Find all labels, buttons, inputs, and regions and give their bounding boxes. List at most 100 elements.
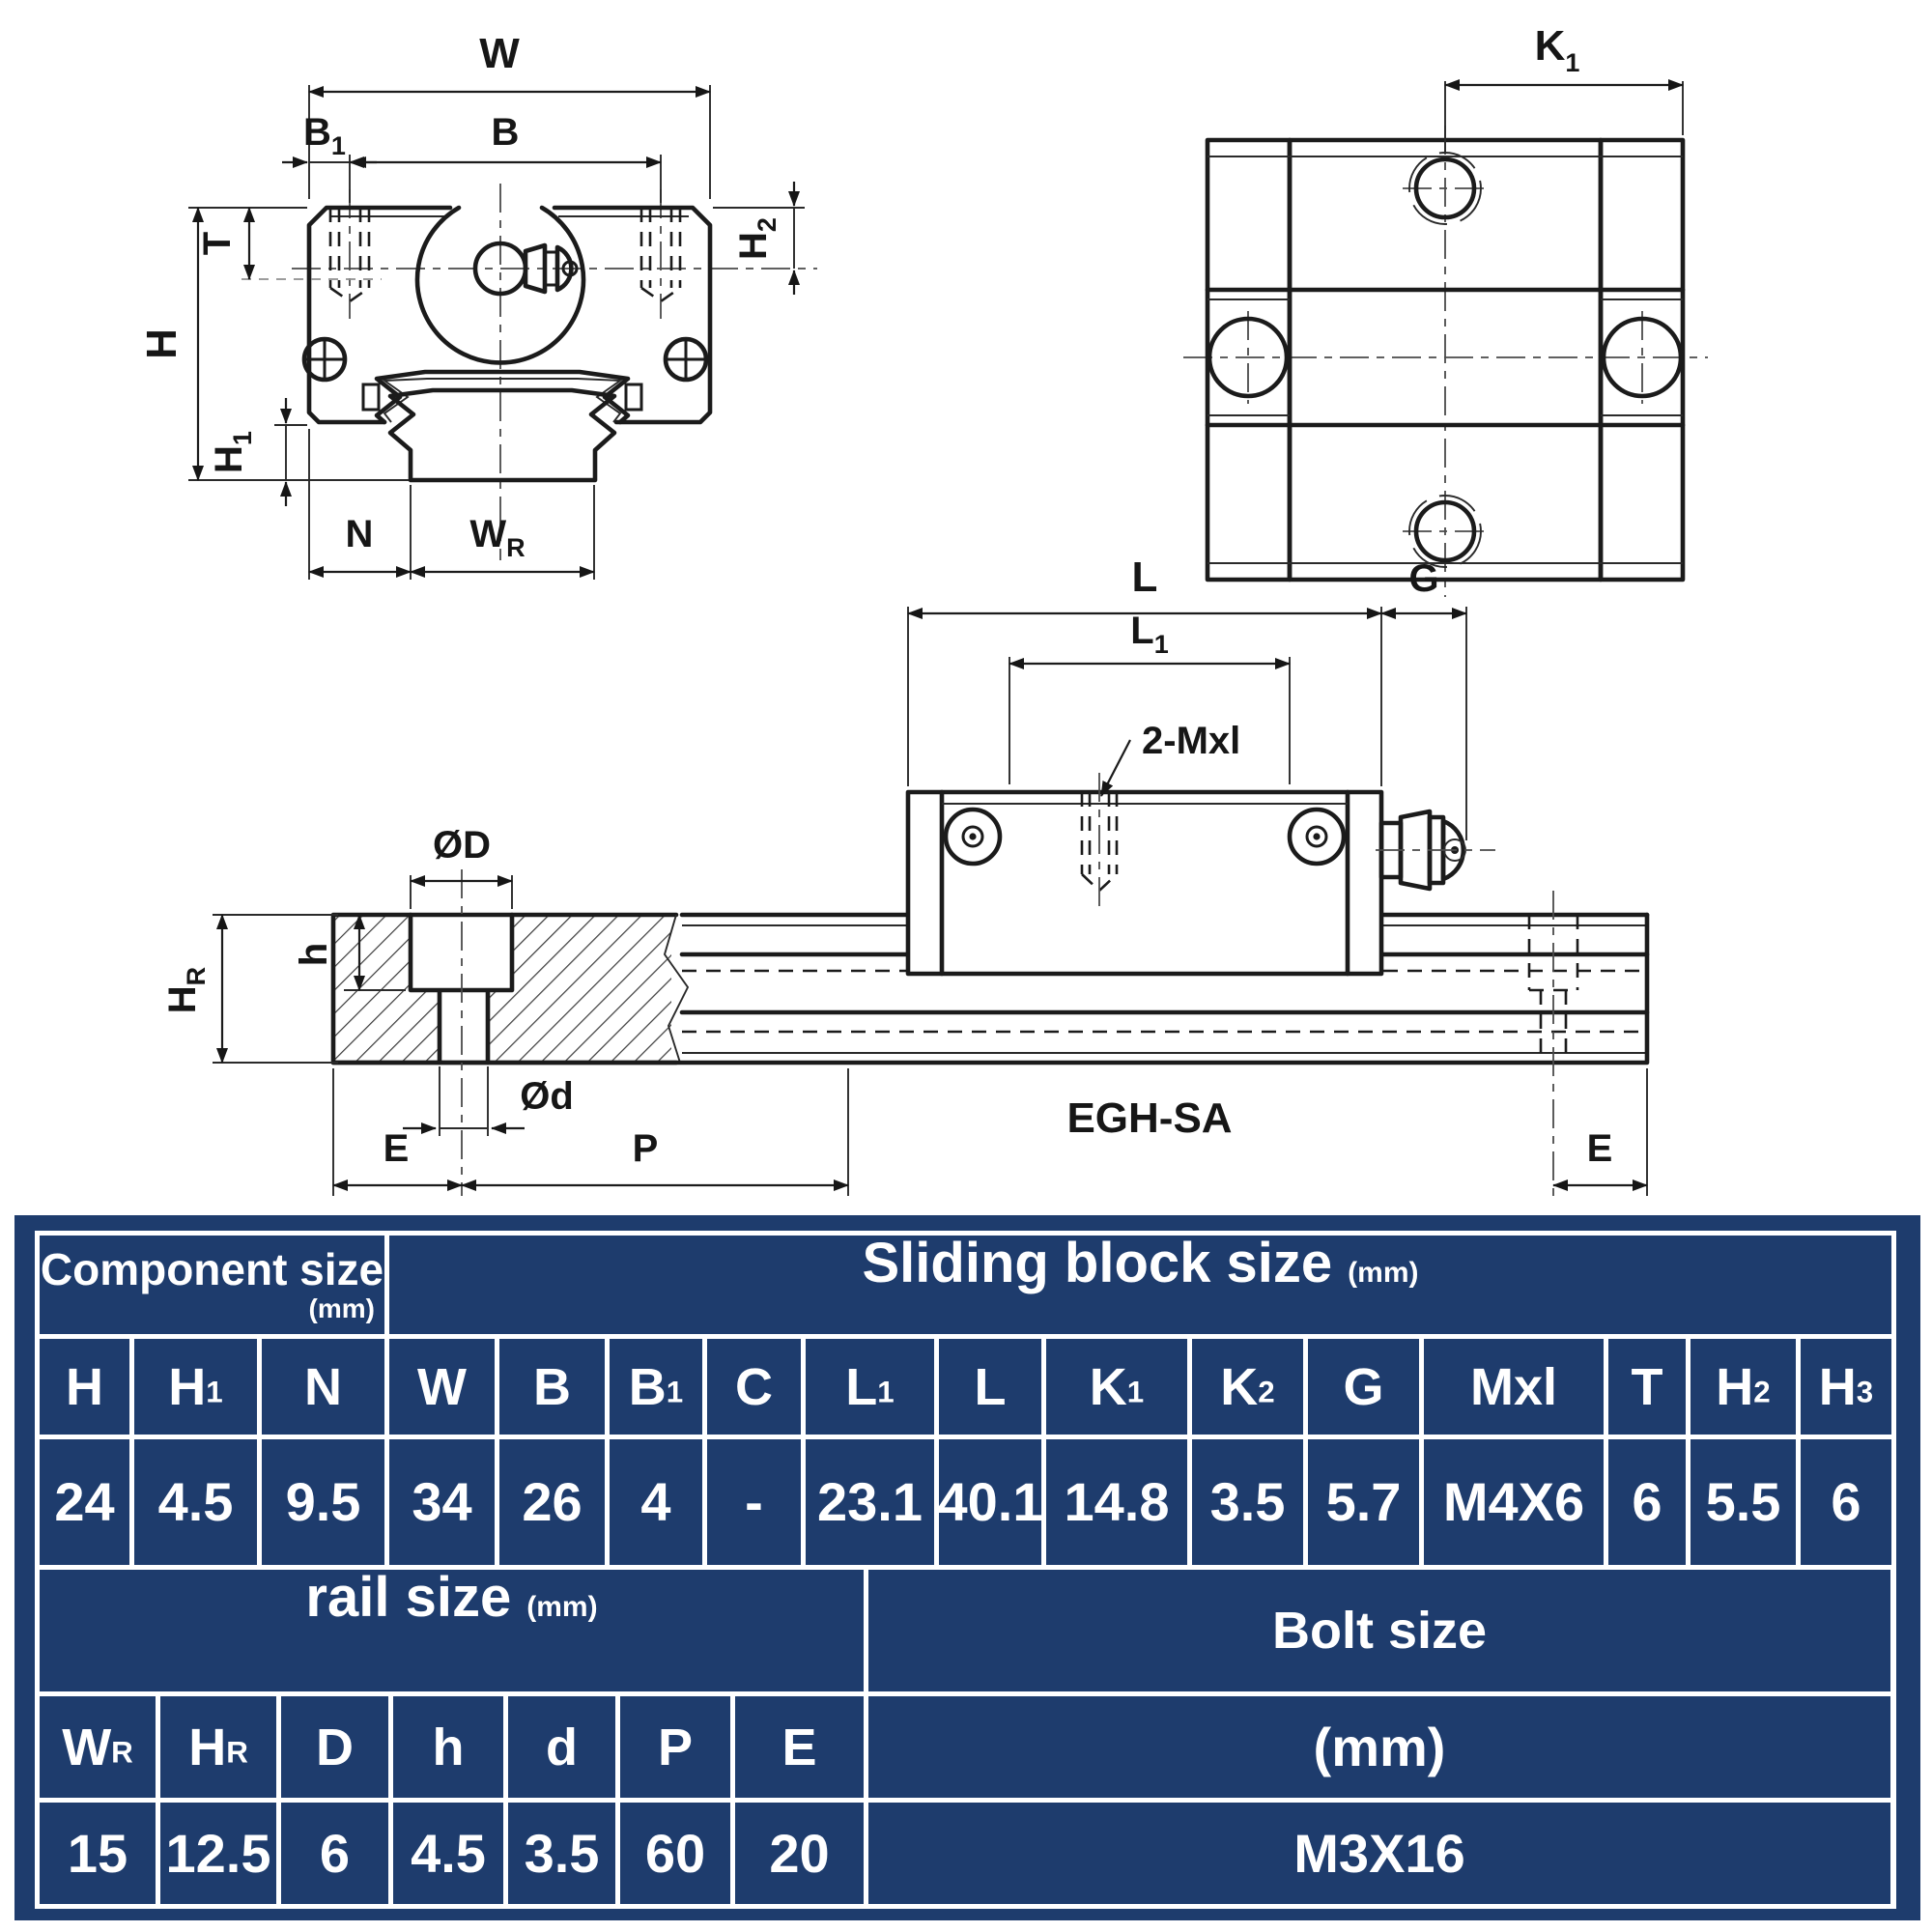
section-header-sliding-block-size: Sliding block size (mm) xyxy=(389,1236,1891,1334)
dim-label-h-small: h xyxy=(293,943,335,966)
value-c: - xyxy=(707,1439,801,1565)
dim-label-l: L xyxy=(1132,554,1158,601)
col-header-n: N xyxy=(262,1339,384,1435)
dim-label-p: P xyxy=(633,1127,659,1170)
value-g: 5.7 xyxy=(1308,1439,1419,1565)
sliding-block-size-title: Sliding block size xyxy=(862,1232,1333,1294)
rail-side-view xyxy=(330,912,1650,1065)
value-p: 60 xyxy=(620,1803,730,1904)
value-mxl: M4X6 xyxy=(1424,1439,1604,1565)
value-n: 9.5 xyxy=(262,1439,384,1565)
dim-label-n: N xyxy=(346,513,374,555)
sliding-block-size-unit: (mm) xyxy=(1348,1257,1419,1289)
dim-label-h2: H2 xyxy=(732,217,781,260)
slider-block-outline xyxy=(306,205,713,425)
value-h3: 6 xyxy=(1801,1439,1891,1565)
col-header-d-small: d xyxy=(508,1696,615,1798)
thread-note: 2-Mxl xyxy=(1142,720,1240,762)
dim-label-b: B xyxy=(492,111,520,154)
col-header-p: P xyxy=(620,1696,730,1798)
slider-block-side xyxy=(905,773,1384,977)
spec-table-inner: Component size (mm) Sliding block size (… xyxy=(35,1231,1896,1909)
section-header-bolt-size: Bolt size xyxy=(868,1570,1890,1691)
top-view: K1 xyxy=(1183,22,1708,597)
through-hole xyxy=(440,990,488,1063)
value-k1: 14.8 xyxy=(1046,1439,1187,1565)
value-h: 24 xyxy=(40,1439,129,1565)
rail-size-title: rail size xyxy=(305,1566,512,1629)
col-header-b: B xyxy=(499,1339,605,1435)
rail-hole-right-hidden xyxy=(1527,891,1579,1196)
section-header-component-size: Component size (mm) xyxy=(40,1236,384,1334)
col-header-t: T xyxy=(1608,1339,1686,1435)
dim-label-b1: B1 xyxy=(303,111,346,160)
col-header-c: C xyxy=(707,1339,801,1435)
value-d-small: 3.5 xyxy=(508,1803,615,1904)
model-label: EGH-SA xyxy=(1066,1094,1232,1142)
top-view-centerlines xyxy=(1183,126,1708,597)
screw-front-right xyxy=(663,336,709,383)
mounting-hole-bottom xyxy=(1408,495,1482,568)
value-l: 40.1 xyxy=(938,1439,1043,1565)
dim-label-w: W xyxy=(479,30,520,77)
dim-label-hr: HR xyxy=(161,967,211,1013)
col-header-l: L xyxy=(939,1339,1041,1435)
dim-label-h1: H1 xyxy=(208,431,257,473)
spec-table: Component size (mm) Sliding block size (… xyxy=(14,1215,1920,1920)
value-b1: 4 xyxy=(610,1439,702,1565)
front-view: W B1 B T H H1 H2 N WR xyxy=(138,30,817,580)
dim-label-e-left: E xyxy=(384,1127,410,1170)
rail-cross-section xyxy=(387,387,617,483)
side-view: L L1 G 2-Mxl ØD h HR Ød E P E EGH-SA xyxy=(161,554,1650,1196)
value-h-small: 4.5 xyxy=(393,1803,503,1904)
col-header-g: G xyxy=(1308,1339,1419,1435)
tapped-hole-mxl xyxy=(1080,773,1119,906)
col-header-h: H xyxy=(40,1339,129,1435)
top-view-dimensions xyxy=(1444,79,1684,153)
value-h2: 5.5 xyxy=(1690,1439,1796,1565)
rail-size-unit: (mm) xyxy=(526,1591,598,1623)
value-t: 6 xyxy=(1608,1439,1686,1565)
screw-side-right xyxy=(1287,807,1347,867)
rail-section-hatched xyxy=(330,912,690,1065)
screw-front-left xyxy=(301,336,348,383)
end-seal-left xyxy=(1205,137,1293,582)
dim-label-k1: K1 xyxy=(1535,22,1580,77)
dim-label-h: H xyxy=(138,328,185,359)
grease-nipple-front xyxy=(414,205,586,365)
bolt-size-title: Bolt size xyxy=(1271,1602,1488,1660)
col-header-d-big: D xyxy=(281,1696,388,1798)
value-k2: 3.5 xyxy=(1192,1439,1303,1565)
leader-mxl xyxy=(1100,739,1131,797)
sliding-block-grid: Component size (mm) Sliding block size (… xyxy=(40,1236,1891,1565)
component-size-title: Component size xyxy=(40,1244,384,1294)
value-l1: 23.1 xyxy=(806,1439,934,1565)
value-e: 20 xyxy=(735,1803,864,1904)
dim-label-g: G xyxy=(1408,557,1438,600)
front-extension-lines xyxy=(188,85,805,580)
end-seal-right xyxy=(1598,137,1686,582)
bolt-size-unit-cell: (mm) xyxy=(868,1696,1890,1798)
value-wr: 15 xyxy=(40,1803,156,1904)
col-header-h-small: h xyxy=(393,1696,503,1798)
grease-nipple-side xyxy=(1376,809,1495,892)
section-header-rail-size: rail size (mm) xyxy=(40,1570,864,1691)
dim-label-od-big: ØD xyxy=(433,824,491,867)
break-line xyxy=(663,914,690,1064)
seal-tab-left xyxy=(361,383,381,412)
value-w: 34 xyxy=(389,1439,495,1565)
component-size-unit: (mm) xyxy=(308,1293,375,1323)
screw-side-left xyxy=(943,807,1003,867)
dim-label-l1: L1 xyxy=(1130,610,1168,659)
side-dimensions xyxy=(216,608,1648,1191)
side-hole-right xyxy=(1601,316,1684,399)
value-h1: 4.5 xyxy=(134,1439,257,1565)
value-hr: 12.5 xyxy=(160,1803,276,1904)
